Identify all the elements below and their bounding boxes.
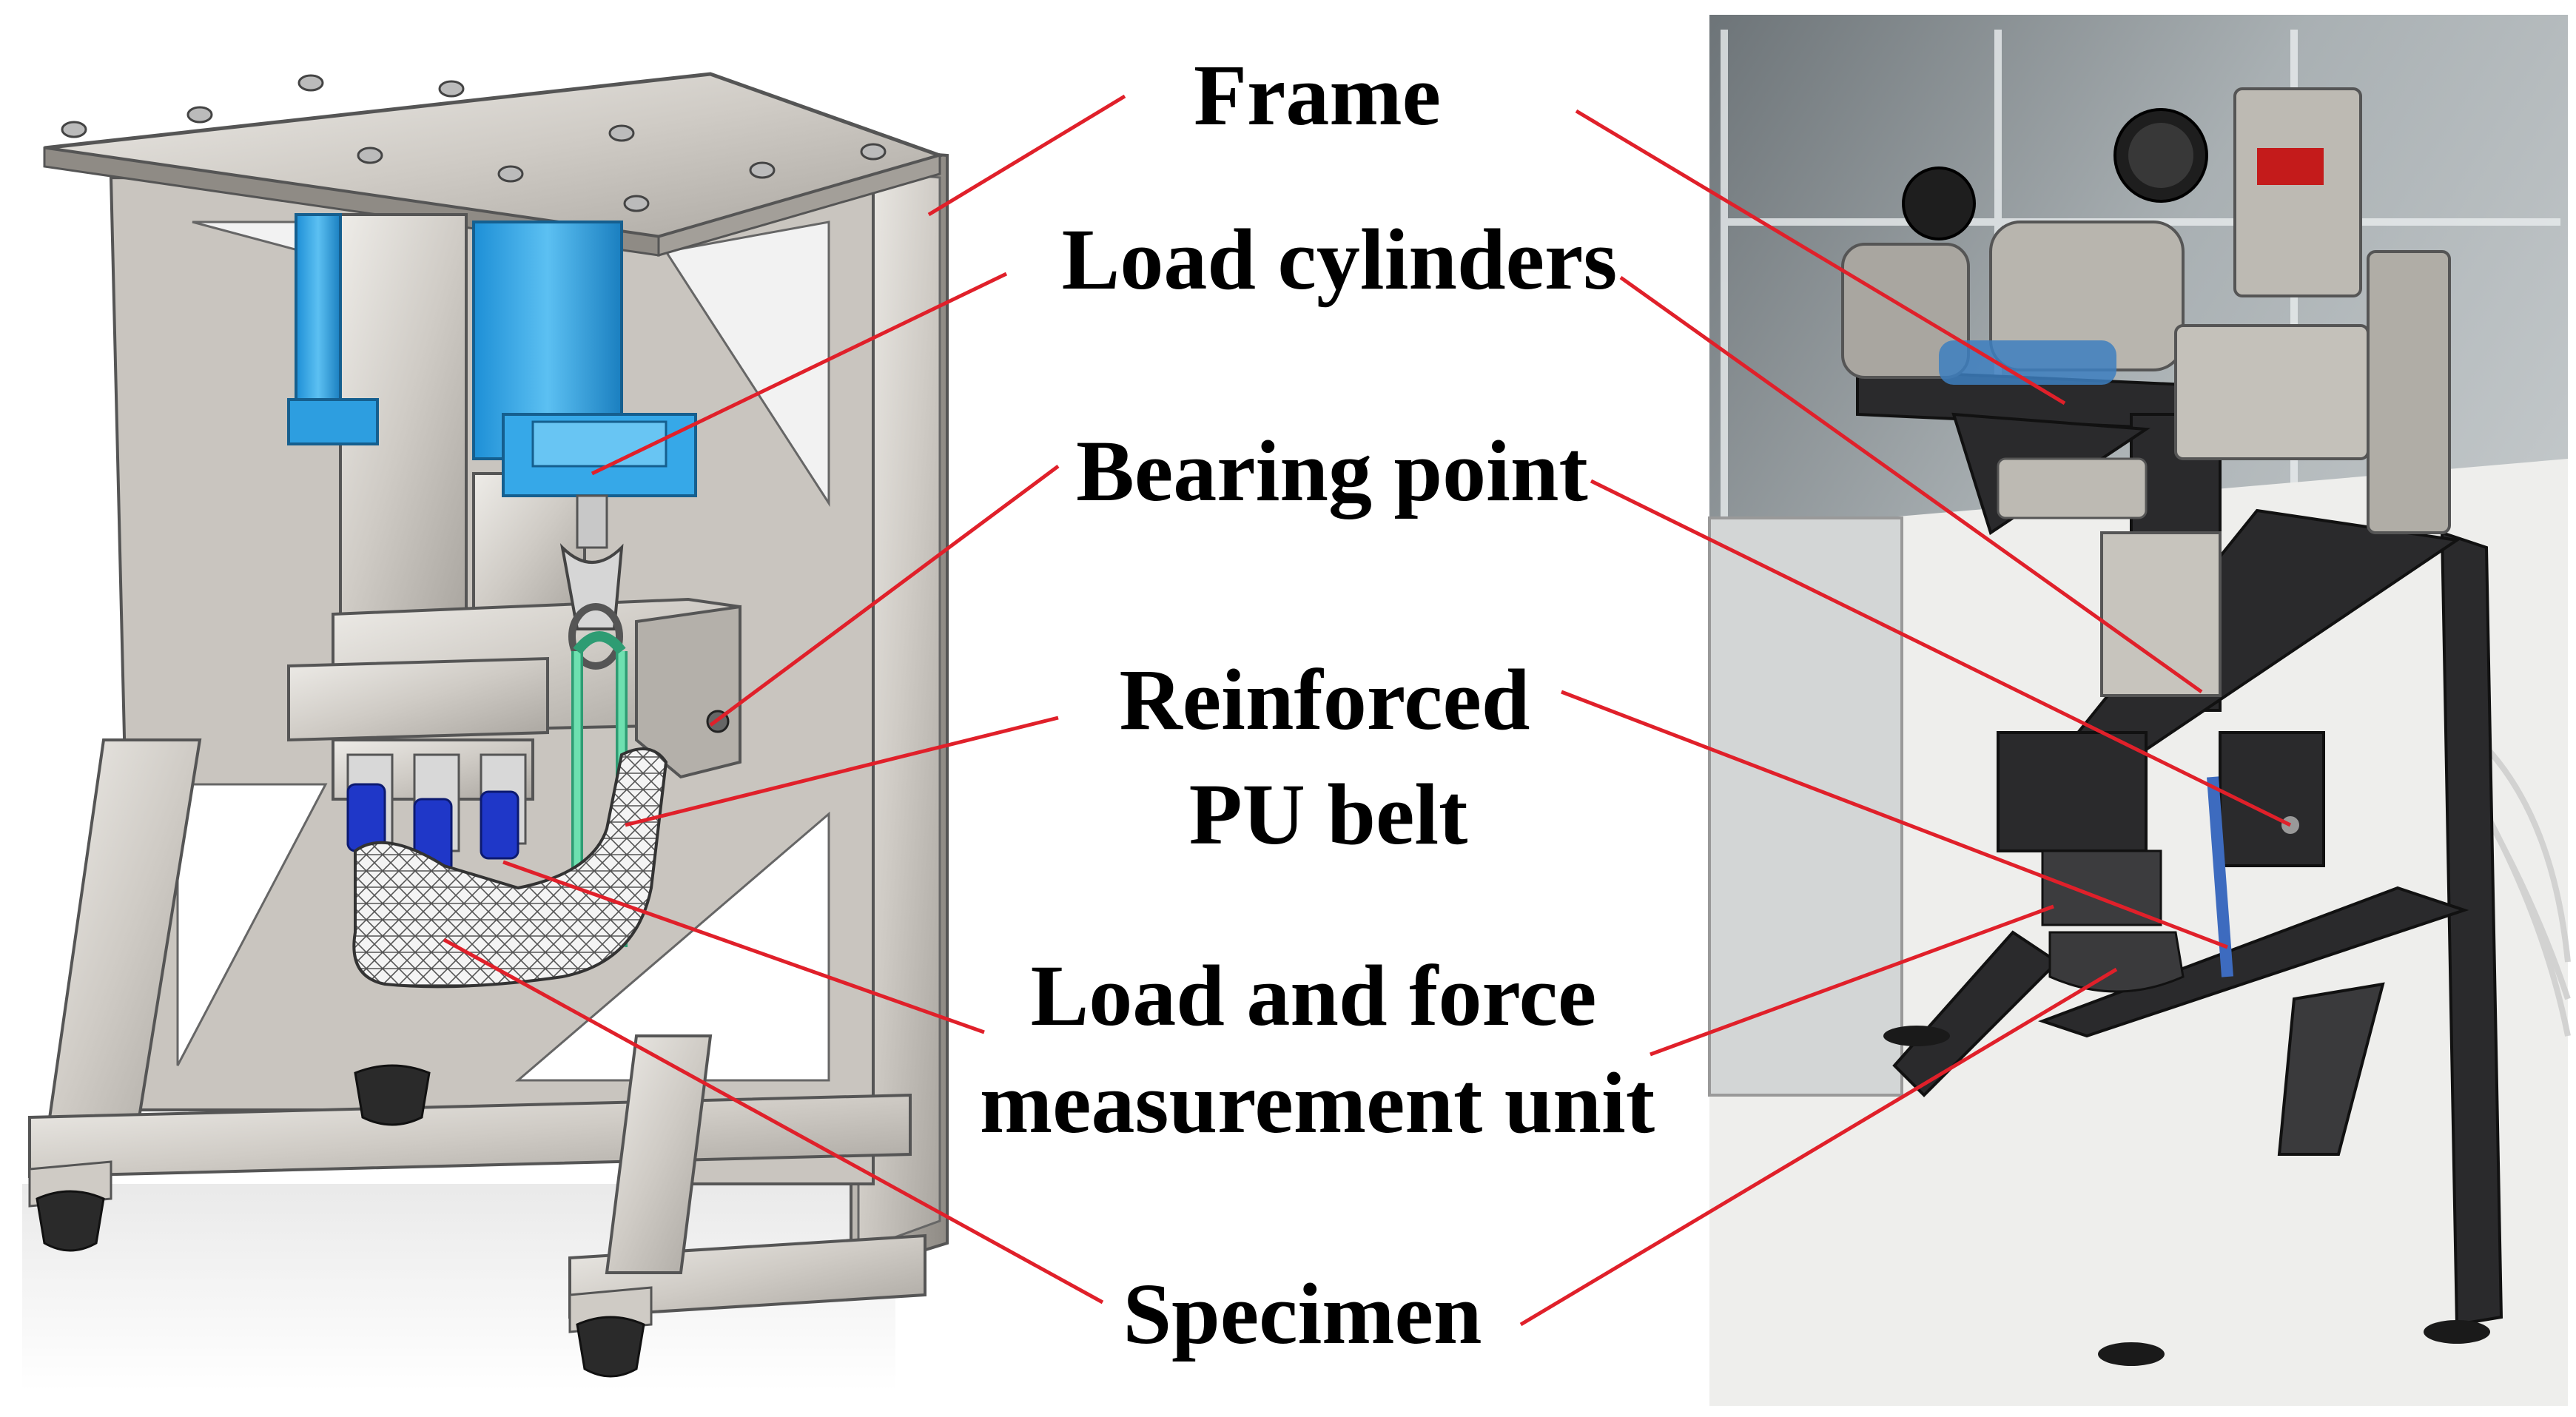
leader-lines xyxy=(443,94,2292,1327)
label-pu-belt-line1: Reinforced xyxy=(1120,651,1530,748)
leader-belt-right xyxy=(1561,690,2228,949)
leader-specimen-right xyxy=(1519,967,2118,1327)
leader-cylinders-left xyxy=(591,272,1008,476)
label-load-cylinders: Load cylinders xyxy=(1062,211,1618,308)
cad-rendering xyxy=(22,72,949,1391)
label-frame: Frame xyxy=(1194,47,1441,144)
frame-feet xyxy=(28,1064,653,1378)
photo-mechanism xyxy=(1997,531,2325,993)
top-plate-bolts xyxy=(61,74,887,212)
label-measurement-line1: Load and force xyxy=(1031,947,1597,1044)
leader-measure-left xyxy=(502,860,985,1034)
leader-frame-left xyxy=(927,94,1126,217)
label-pu-belt-line2: PU belt xyxy=(1189,766,1468,863)
labels: Frame Load cylinders Bearing point Reinf… xyxy=(980,47,1655,1362)
label-measurement-line2: measurement unit xyxy=(980,1054,1655,1151)
leader-measure-right xyxy=(1649,904,2054,1057)
photo-panel xyxy=(1708,15,2571,1406)
pneumatic-components xyxy=(1841,87,2451,534)
load-cylinders xyxy=(287,213,697,549)
leader-belt-left xyxy=(625,716,1059,827)
label-specimen: Specimen xyxy=(1123,1265,1482,1362)
photo-feet xyxy=(1883,1026,2490,1366)
bearing-bracket xyxy=(635,605,741,779)
leader-frame-right xyxy=(1575,109,2066,405)
leader-specimen-left xyxy=(443,938,1104,1305)
specimen-mesh xyxy=(352,747,668,989)
leader-cylinders-right xyxy=(1619,275,2203,694)
measurement-pistons xyxy=(332,738,534,875)
leader-bearing-right xyxy=(1590,479,2292,827)
label-bearing-point: Bearing point xyxy=(1076,423,1588,519)
leader-bearing-left xyxy=(709,464,1060,727)
